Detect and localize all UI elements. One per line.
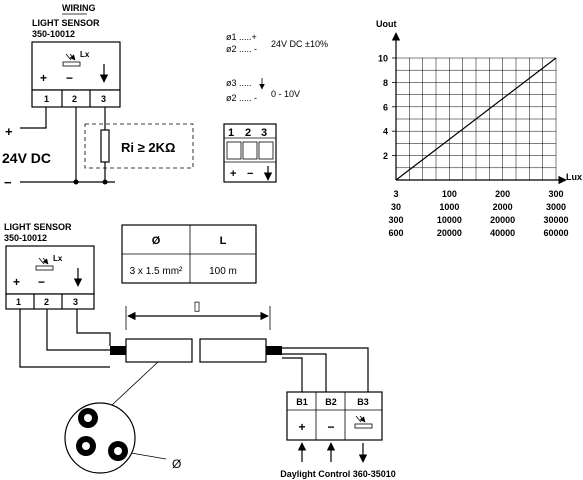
sensor-bottom-body xyxy=(5,245,95,310)
chart-x-tick-label: 20000 xyxy=(437,228,462,238)
sensor-bottom-terminal-3: 3 xyxy=(73,297,78,307)
chart-y-tick-label: 6 xyxy=(383,102,388,112)
sensor-top-terminal-3: 3 xyxy=(101,94,106,104)
sensor-bottom-model: 350-10012 xyxy=(4,233,47,243)
chart-y-tick-label: 10 xyxy=(378,54,388,64)
pin-note-2: ø2 ..... - xyxy=(226,44,257,54)
daylight-control-body xyxy=(286,391,383,441)
pin-note-supply: 24V DC ±10% xyxy=(271,39,328,49)
sensor-bottom-plus: + xyxy=(13,275,20,289)
pin-note-2b: ø2 ..... - xyxy=(226,93,257,103)
cable-table-header-length: L xyxy=(220,235,227,247)
chart-x-tick-label: 300 xyxy=(388,215,403,225)
chart-x-tick-label: 30000 xyxy=(543,215,568,225)
connector-pin-1: 1 xyxy=(228,127,234,139)
chart-y-tick-label: 8 xyxy=(383,78,388,88)
top-wires xyxy=(20,107,115,185)
chart-y-tick-label: 4 xyxy=(383,127,388,137)
load-resistance-label: Ri ≥ 2KΩ xyxy=(121,140,175,155)
sensor-top-model: 350-10012 xyxy=(32,29,75,39)
supply-voltage: 24V DC xyxy=(2,150,51,166)
chart-x-tick-label: 2000 xyxy=(493,202,513,212)
load-resistor xyxy=(84,123,194,169)
wiring-title: WIRING xyxy=(62,3,96,13)
sensor-top-title: LIGHT SENSOR xyxy=(32,18,100,28)
chart-x-tick-label: 3000 xyxy=(546,202,566,212)
chart-grid xyxy=(396,57,557,180)
daylight-input-arrows xyxy=(297,442,368,463)
sensor-top-plus: + xyxy=(40,71,47,85)
cable-cross-section xyxy=(64,402,167,474)
chart-x-tick-label: 60000 xyxy=(543,228,568,238)
sensor-bottom-light-icon xyxy=(35,257,54,271)
supply-minus: − xyxy=(4,175,12,190)
chart-x-label: Lux xyxy=(566,172,582,182)
sensor-bottom-terminal-2: 2 xyxy=(44,297,49,307)
chart-x-tick-label: 300 xyxy=(548,189,563,199)
chart-x-tick-label: 600 xyxy=(388,228,403,238)
cable-table-value-length: 100 m xyxy=(209,266,237,277)
sensor-top-terminal-1: 1 xyxy=(44,94,49,104)
chart-x-tick-label: 3 xyxy=(393,189,398,199)
daylight-control-label: Daylight Control 360-35010 xyxy=(280,469,396,479)
output-chart: Uout Lux 2 4 6 8 10 3 100 200 300 30 1000 2000 3000… xyxy=(376,19,582,238)
connector-pin-3: 3 xyxy=(261,127,267,139)
cable-table xyxy=(121,224,257,284)
connector-body xyxy=(223,123,277,183)
chart-x-tick-label: 20000 xyxy=(490,215,515,225)
daylight-terminal-b1: B1 xyxy=(296,397,308,407)
chart-x-tick-label: 40000 xyxy=(490,228,515,238)
cable-length-symbol: ▯ xyxy=(193,298,200,313)
pin-note-signal: 0 - 10V xyxy=(271,89,300,99)
chart-series-line xyxy=(395,57,557,181)
sensor-top-lx-label: Lx xyxy=(80,50,90,59)
chart-x-tick-label: 1000 xyxy=(439,202,459,212)
connector-pin-2: 2 xyxy=(245,127,251,139)
daylight-terminal-b3: B3 xyxy=(357,397,369,407)
cable xyxy=(19,309,369,406)
sensor-top-minus: − xyxy=(66,71,73,85)
sensor-top-light-icon xyxy=(62,53,81,67)
cable-length-dimension xyxy=(125,306,271,330)
daylight-sensor-icon xyxy=(354,415,373,429)
pin-note-3: ø3 ..... xyxy=(226,78,252,88)
cable-table-value-diameter: 3 x 1.5 mm² xyxy=(130,266,183,277)
daylight-plus: + xyxy=(298,420,305,434)
chart-y-tick-label: 2 xyxy=(383,151,388,161)
sensor-bottom-minus: − xyxy=(38,275,45,289)
chart-x-tick-label: 30 xyxy=(391,202,401,212)
sensor-top-terminal-2: 2 xyxy=(72,94,77,104)
chart-x-tick-label: 200 xyxy=(495,189,510,199)
cable-table-header-diameter: Ø xyxy=(152,235,161,247)
daylight-minus: − xyxy=(327,420,334,434)
pin-note-1: ø1 .....+ xyxy=(226,32,257,42)
supply-plus: + xyxy=(5,124,13,139)
cross-section-diameter-symbol: Ø xyxy=(172,457,181,471)
chart-x-tick-label: 100 xyxy=(442,189,457,199)
chart-y-label: Uout xyxy=(376,19,397,29)
connector-plus: + xyxy=(230,168,236,180)
daylight-terminal-b2: B2 xyxy=(325,397,337,407)
chart-x-tick-label: 10000 xyxy=(437,215,462,225)
connector-minus: − xyxy=(247,168,253,180)
sensor-bottom-lx-label: Lx xyxy=(53,254,63,263)
sensor-bottom-terminal-1: 1 xyxy=(16,297,21,307)
sensor-bottom-title: LIGHT SENSOR xyxy=(4,222,72,232)
